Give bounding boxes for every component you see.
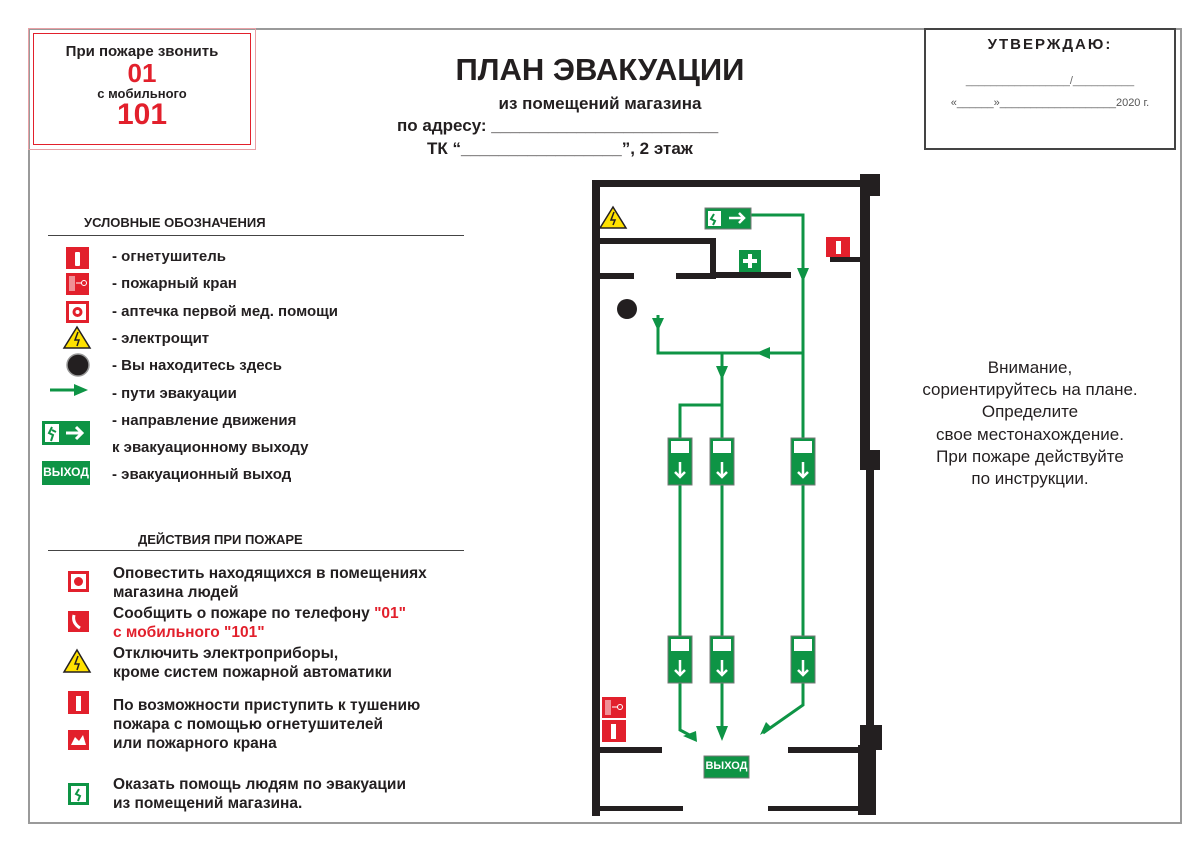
you-are-here-icon bbox=[66, 353, 90, 377]
action-power-off: Отключить электроприборы, кроме систем по… bbox=[113, 644, 392, 682]
legend-item: - аптечка первой мед. помощи bbox=[112, 303, 339, 320]
exit-sign-label: ВЫХОД bbox=[43, 465, 89, 479]
address-line: по адресу: ________________________ bbox=[397, 116, 719, 135]
phone-icon bbox=[68, 611, 89, 632]
electrical-panel-icon bbox=[62, 325, 92, 349]
extinguisher-icon bbox=[68, 691, 89, 714]
action-text: из помещений магазина. bbox=[113, 795, 303, 812]
page-frame bbox=[28, 28, 1182, 824]
evacuee-icon bbox=[68, 783, 89, 805]
plan-exit-label: ВЫХОД bbox=[705, 760, 748, 772]
exit-down-signs bbox=[667, 437, 816, 684]
action-call: Сообщить о пожаре по телефону "01" с моби… bbox=[113, 604, 406, 642]
legend-item: - направление движения bbox=[112, 412, 297, 429]
fire-hydrant-icon bbox=[66, 273, 89, 295]
action-phone: "01" bbox=[374, 605, 407, 622]
note-line: свое местонахождение. bbox=[936, 425, 1124, 444]
first-aid-icon bbox=[739, 250, 761, 272]
date-line: «______»___________________2020 г. bbox=[950, 97, 1150, 109]
actions-title: ДЕЙСТВИЯ ПРИ ПОЖАРЕ bbox=[138, 532, 303, 547]
extinguisher-icon bbox=[826, 237, 850, 257]
alarm-button-icon bbox=[66, 301, 89, 323]
action-extinguish: По возможности приступить к тушению пожар… bbox=[113, 696, 420, 753]
page-title: ПЛАН ЭВАКУАЦИИ bbox=[455, 52, 745, 87]
exit-down-sign-icon bbox=[790, 635, 816, 684]
action-help-evacuate: Оказать помощь людям по эвакуации из поме… bbox=[113, 775, 406, 813]
legend-item: - пожарный кран bbox=[112, 275, 237, 292]
exit-down-sign-icon bbox=[667, 437, 693, 486]
approval-title: УТВЕРЖДАЮ: bbox=[987, 36, 1113, 53]
phone-line1: При пожаре звонить bbox=[65, 43, 219, 60]
legend-item: - пути эвакуации bbox=[112, 385, 237, 402]
action-text: или пожарного крана bbox=[113, 735, 277, 752]
action-text: магазина людей bbox=[113, 584, 239, 601]
exit-down-sign-icon bbox=[667, 635, 693, 684]
alarm-button-icon bbox=[68, 571, 89, 592]
action-text: пожара с помощью огнетушителей bbox=[113, 716, 384, 733]
exit-down-sign-icon bbox=[709, 635, 735, 684]
fire-hose-icon bbox=[68, 730, 89, 750]
signature-line: _________________/__________ bbox=[965, 75, 1135, 87]
exit-down-sign-icon bbox=[709, 437, 735, 486]
extinguisher-icon bbox=[602, 720, 626, 742]
plan-exit-sign bbox=[703, 755, 750, 779]
legend-item: - Вы находитесь здесь bbox=[112, 357, 282, 374]
phone-number-101: 101 bbox=[116, 98, 168, 131]
exit-sign-icon bbox=[42, 461, 90, 485]
exit-down-sign-icon bbox=[790, 437, 816, 486]
legend-item: - эвакуационный выход bbox=[112, 466, 292, 483]
page-subtitle: из помещений магазина bbox=[498, 94, 702, 113]
exit-direction-sign bbox=[704, 207, 752, 230]
legend-item: - огнетушитель bbox=[112, 248, 227, 265]
actions-divider bbox=[48, 550, 464, 551]
phone-line2: с мобильного bbox=[97, 86, 187, 101]
action-text: Отключить электроприборы, bbox=[113, 645, 339, 662]
note-line: по инструкции. bbox=[971, 469, 1089, 488]
emergency-phone-box bbox=[28, 28, 256, 150]
note-line: Определите bbox=[981, 402, 1079, 421]
electrical-panel-icon bbox=[598, 205, 628, 229]
note-line: При пожаре действуйте bbox=[936, 447, 1124, 466]
action-phone-mobile: с мобильного "101" bbox=[113, 624, 265, 641]
action-text: Оповестить находящихся в помещениях bbox=[113, 565, 427, 582]
legend-item: к эвакуационному выходу bbox=[112, 439, 309, 456]
exit-direction-icon bbox=[42, 421, 90, 445]
legend-icons bbox=[42, 247, 92, 805]
evacuation-route-icon bbox=[50, 384, 88, 396]
tk-line: ТК “_________________”, 2 этаж bbox=[427, 139, 693, 158]
legend-item: - электрощит bbox=[112, 330, 210, 347]
note-line: сориентируйтесь на плане. bbox=[922, 380, 1138, 399]
fire-hydrant-icon bbox=[602, 697, 626, 718]
action-text: Сообщить о пожаре по телефону bbox=[113, 605, 375, 622]
legend-title: УСЛОВНЫЕ ОБОЗНАЧЕНИЯ bbox=[84, 215, 266, 230]
action-notify: Оповестить находящихся в помещениях магаз… bbox=[113, 564, 427, 602]
phone-number-01: 01 bbox=[127, 58, 157, 88]
electrical-hazard-icon bbox=[62, 648, 92, 673]
extinguisher-icon bbox=[66, 247, 89, 269]
you-are-here-marker bbox=[617, 299, 637, 319]
action-text: По возможности приступить к тушению bbox=[113, 697, 421, 714]
action-text: Оказать помощь людям по эвакуации bbox=[113, 776, 406, 793]
walls bbox=[592, 174, 882, 816]
emergency-phone-panel: При пожаре звонить 01 с мобильного 101 bbox=[33, 33, 251, 145]
approval-box: УТВЕРЖДАЮ: _________________/__________ … bbox=[924, 28, 1176, 150]
route-arrowheads bbox=[652, 268, 809, 742]
note-line: Внимание, bbox=[987, 358, 1073, 377]
legend-divider bbox=[48, 235, 464, 236]
action-text: кроме систем пожарной автоматики bbox=[113, 664, 392, 681]
